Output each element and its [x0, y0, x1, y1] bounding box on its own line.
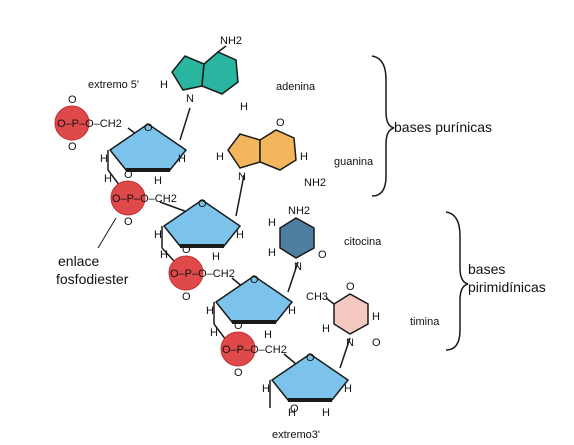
sugar-group — [108, 123, 350, 401]
sugar-bold-edges — [126, 168, 332, 402]
h-label: H — [160, 249, 168, 261]
h-label: H — [264, 329, 272, 341]
phosphate-2-o-top: O — [124, 169, 133, 181]
sugar-2-o: O — [198, 198, 207, 210]
phosphate-2-text: O–P–O–CH2 — [112, 193, 177, 205]
label-extremo-3: extremo3' — [272, 429, 320, 441]
cytosine-h6: H — [268, 247, 276, 259]
label-guanina: guanina — [334, 156, 374, 168]
sugar-4-o: O — [306, 352, 315, 364]
sugar-hydrogens: H H H H H H H H H H H H H H H H — [100, 153, 352, 419]
h-label: H — [210, 327, 218, 339]
label-adenina: adenina — [276, 81, 316, 93]
cytosine-molecule — [279, 217, 315, 259]
phosphate-labels: O–P–O–CH2 O–P–O–CH2 O–P–O–CH2 O–P–O–CH2 … — [57, 94, 287, 379]
thymine-o-top: O — [346, 281, 355, 293]
phosphate-1-o-top: O — [68, 94, 77, 106]
guanine-n9: N — [238, 171, 246, 183]
label-timina: timina — [410, 316, 440, 328]
h-label: H — [262, 383, 270, 395]
sugar-3 — [214, 275, 294, 323]
guanine-nh2: NH2 — [304, 177, 326, 189]
thymine-ch3: CH3 — [306, 291, 328, 303]
guanine-h: H — [300, 151, 308, 163]
label-bases-purinicas: bases purínicas — [394, 119, 492, 135]
phosphate-1-o-bottom: O — [68, 141, 77, 153]
sugar-1-o: O — [144, 122, 153, 134]
label-extremo-5: extremo 5' — [88, 79, 139, 91]
thymine-h: H — [372, 311, 380, 323]
phosphate-4-o-bottom: O — [234, 367, 243, 379]
label-citocina: citocina — [344, 236, 382, 248]
backbone-lines — [107, 107, 351, 408]
terminal-o: O — [290, 403, 299, 415]
guanine-h8: H — [216, 151, 224, 163]
adenine-h2: H — [240, 101, 248, 113]
adenine-molecule — [171, 45, 239, 95]
phosphate-1-text: O–P–O–CH2 — [57, 118, 122, 130]
phosphate-3-o-top: O — [182, 244, 191, 256]
sugar-1 — [108, 123, 188, 171]
h-label: H — [100, 153, 108, 165]
brace-pirimidinicas — [445, 211, 469, 351]
h-label: H — [344, 383, 352, 395]
adenine-nh2: NH2 — [220, 35, 242, 47]
h-label: H — [236, 229, 244, 241]
cytosine-n: N — [294, 261, 302, 273]
phosphate-4-text: O–P–O–CH2 — [222, 344, 287, 356]
thymine-molecule — [325, 293, 369, 335]
guanine-o: O — [276, 117, 285, 129]
h-label: H — [178, 153, 186, 165]
phosphate-3-o-bottom: O — [182, 291, 191, 303]
h-label: H — [104, 173, 112, 185]
brace-purinicas — [371, 55, 395, 197]
cytosine-nh2: NH2 — [288, 205, 310, 217]
sugar-3-o: O — [250, 274, 259, 286]
h-label: H — [322, 407, 330, 419]
phosphate-3-text: O–P–O–CH2 — [170, 268, 235, 280]
h-label: H — [288, 407, 296, 419]
phosphate-4-o-top: O — [234, 320, 243, 332]
enlace-pointer — [97, 217, 117, 249]
label-enlace-1: enlace — [58, 253, 99, 269]
sugar-2 — [162, 199, 242, 247]
sugar-4 — [270, 353, 350, 401]
phosphate-group — [54, 105, 256, 367]
cytosine-h5: H — [268, 217, 276, 229]
h-label: H — [212, 251, 220, 263]
thymine-n: N — [346, 337, 354, 349]
sugar-ring-oxygens: O O O O — [144, 122, 315, 364]
cytosine-o: O — [318, 249, 327, 261]
h-label: H — [206, 305, 214, 317]
label-bases-pirimidinicas-2: pirimidínicas — [468, 279, 546, 295]
adenine-n9: N — [186, 93, 194, 105]
label-bases-pirimidinicas-1: bases — [468, 261, 505, 277]
phosphate-2-o-bottom: O — [124, 216, 133, 228]
h-label: H — [154, 175, 162, 187]
h-label: H — [288, 305, 296, 317]
thymine-h6: H — [322, 323, 330, 335]
adenine-h: H — [160, 79, 168, 91]
h-label: H — [154, 229, 162, 241]
guanine-molecule — [227, 129, 297, 171]
thymine-o: O — [372, 337, 381, 349]
label-enlace-2: fosfodiester — [56, 271, 129, 287]
